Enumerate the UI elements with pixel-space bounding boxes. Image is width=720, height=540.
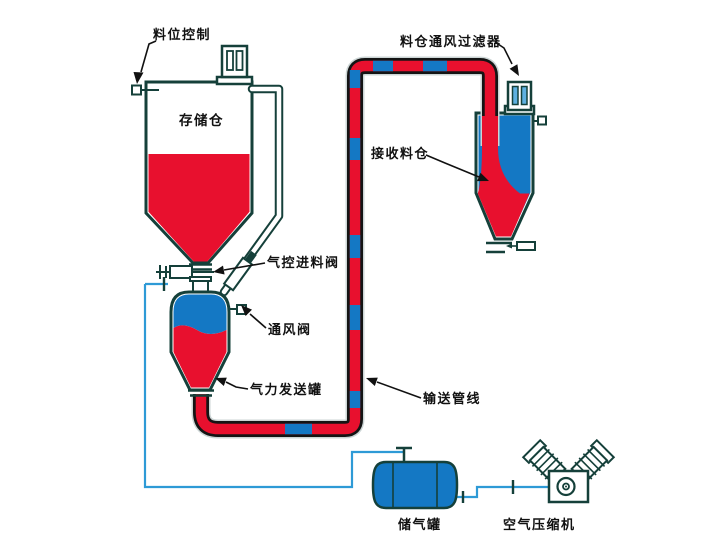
receiving-silo-sensor-icon bbox=[532, 115, 547, 126]
label-receiving-silo: 接收料仓 bbox=[371, 146, 429, 162]
vent-return-pipe bbox=[219, 84, 284, 297]
pneumatic-sending-tank bbox=[169, 290, 247, 392]
vent-valve-icon bbox=[222, 256, 254, 292]
label-air-compressor: 空气压缩机 bbox=[503, 517, 576, 533]
air-supply-lines bbox=[143, 277, 549, 503]
feed-valve-icon bbox=[169, 265, 193, 279]
diagram-labels: 料位控制 存储仓 料仓通风过滤器 接收料仓 气控进料阀 通风阀 气力发送罐 输送… bbox=[153, 27, 576, 533]
pipeline-material-plugs bbox=[285, 60, 447, 435]
label-vent-valve: 通风阀 bbox=[268, 322, 312, 338]
air-tank bbox=[371, 460, 459, 510]
feed-valve-assembly bbox=[156, 265, 214, 293]
label-air-tank: 储气罐 bbox=[397, 517, 442, 533]
conveying-pipeline bbox=[188, 56, 500, 439]
storage-silo-material bbox=[148, 154, 250, 262]
label-pipeline: 输送管线 bbox=[423, 391, 481, 407]
receiving-silo-material bbox=[477, 116, 530, 237]
label-level-control: 料位控制 bbox=[153, 27, 211, 43]
label-sending-tank: 气力发送罐 bbox=[250, 382, 323, 398]
storage-silo-vent-filter-icon bbox=[215, 44, 254, 86]
label-silo-vent-filter: 料仓通风过滤器 bbox=[400, 34, 502, 50]
sending-tank-material bbox=[173, 325, 227, 388]
leader-lines bbox=[133, 40, 519, 399]
receiving-silo-details bbox=[477, 80, 547, 254]
sending-tank-air bbox=[173, 294, 227, 334]
receiving-silo-vent-filter-icon bbox=[503, 80, 536, 116]
air-compressor-icon bbox=[521, 438, 616, 504]
label-feed-valve: 气控进料阀 bbox=[267, 255, 340, 271]
storage-silo bbox=[131, 44, 254, 271]
receiving-silo-discharge bbox=[486, 241, 536, 254]
level-sensor-icon bbox=[131, 84, 159, 96]
label-storage-silo: 存储仓 bbox=[179, 112, 224, 129]
tank-inlet-nozzle bbox=[192, 280, 209, 293]
